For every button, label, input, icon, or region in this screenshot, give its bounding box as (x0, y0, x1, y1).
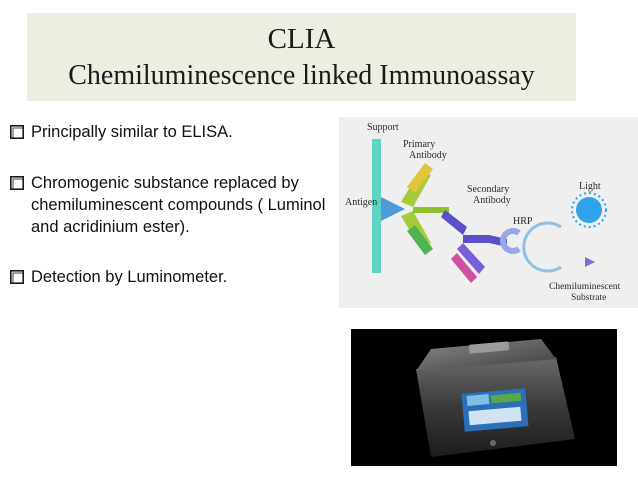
bullet-text: Principally similar to ELISA. (31, 123, 233, 141)
hrp-shape (500, 228, 521, 254)
title-box: CLIA Chemiluminescence linked Immunoassa… (27, 13, 576, 101)
antigen-shape (381, 197, 405, 221)
bullet-text: Detection by Luminometer. (31, 268, 228, 286)
label-antigen: Antigen (345, 197, 377, 208)
light-burst (571, 192, 607, 228)
hollow-square-icon (10, 270, 24, 284)
bullet-item: Principally similar to ELISA. (9, 121, 329, 143)
secondary-antibody-shape (441, 210, 507, 283)
bullet-text: Chromogenic substance replaced by chemil… (31, 174, 326, 236)
primary-antibody-shape (401, 163, 449, 255)
bullet-list: Principally similar to ELISA. Chromogeni… (9, 121, 329, 288)
luminometer-illustration (416, 339, 575, 457)
slide-title: CLIA (267, 23, 336, 55)
substrate-curve (522, 221, 562, 273)
label-support: Support (367, 122, 399, 133)
luminometer-photo (351, 329, 617, 466)
bullet-item: Chromogenic substance replaced by chemil… (9, 172, 329, 238)
substrate-arrow (585, 257, 595, 267)
label-light: Light (579, 181, 601, 192)
label-hrp: HRP (513, 216, 533, 227)
hollow-square-icon (10, 125, 24, 139)
support-plate (372, 139, 381, 273)
bullet-item: Detection by Luminometer. (9, 266, 329, 288)
hollow-square-icon (10, 176, 24, 190)
slide-subtitle: Chemiluminescence linked Immunoassay (68, 60, 535, 91)
